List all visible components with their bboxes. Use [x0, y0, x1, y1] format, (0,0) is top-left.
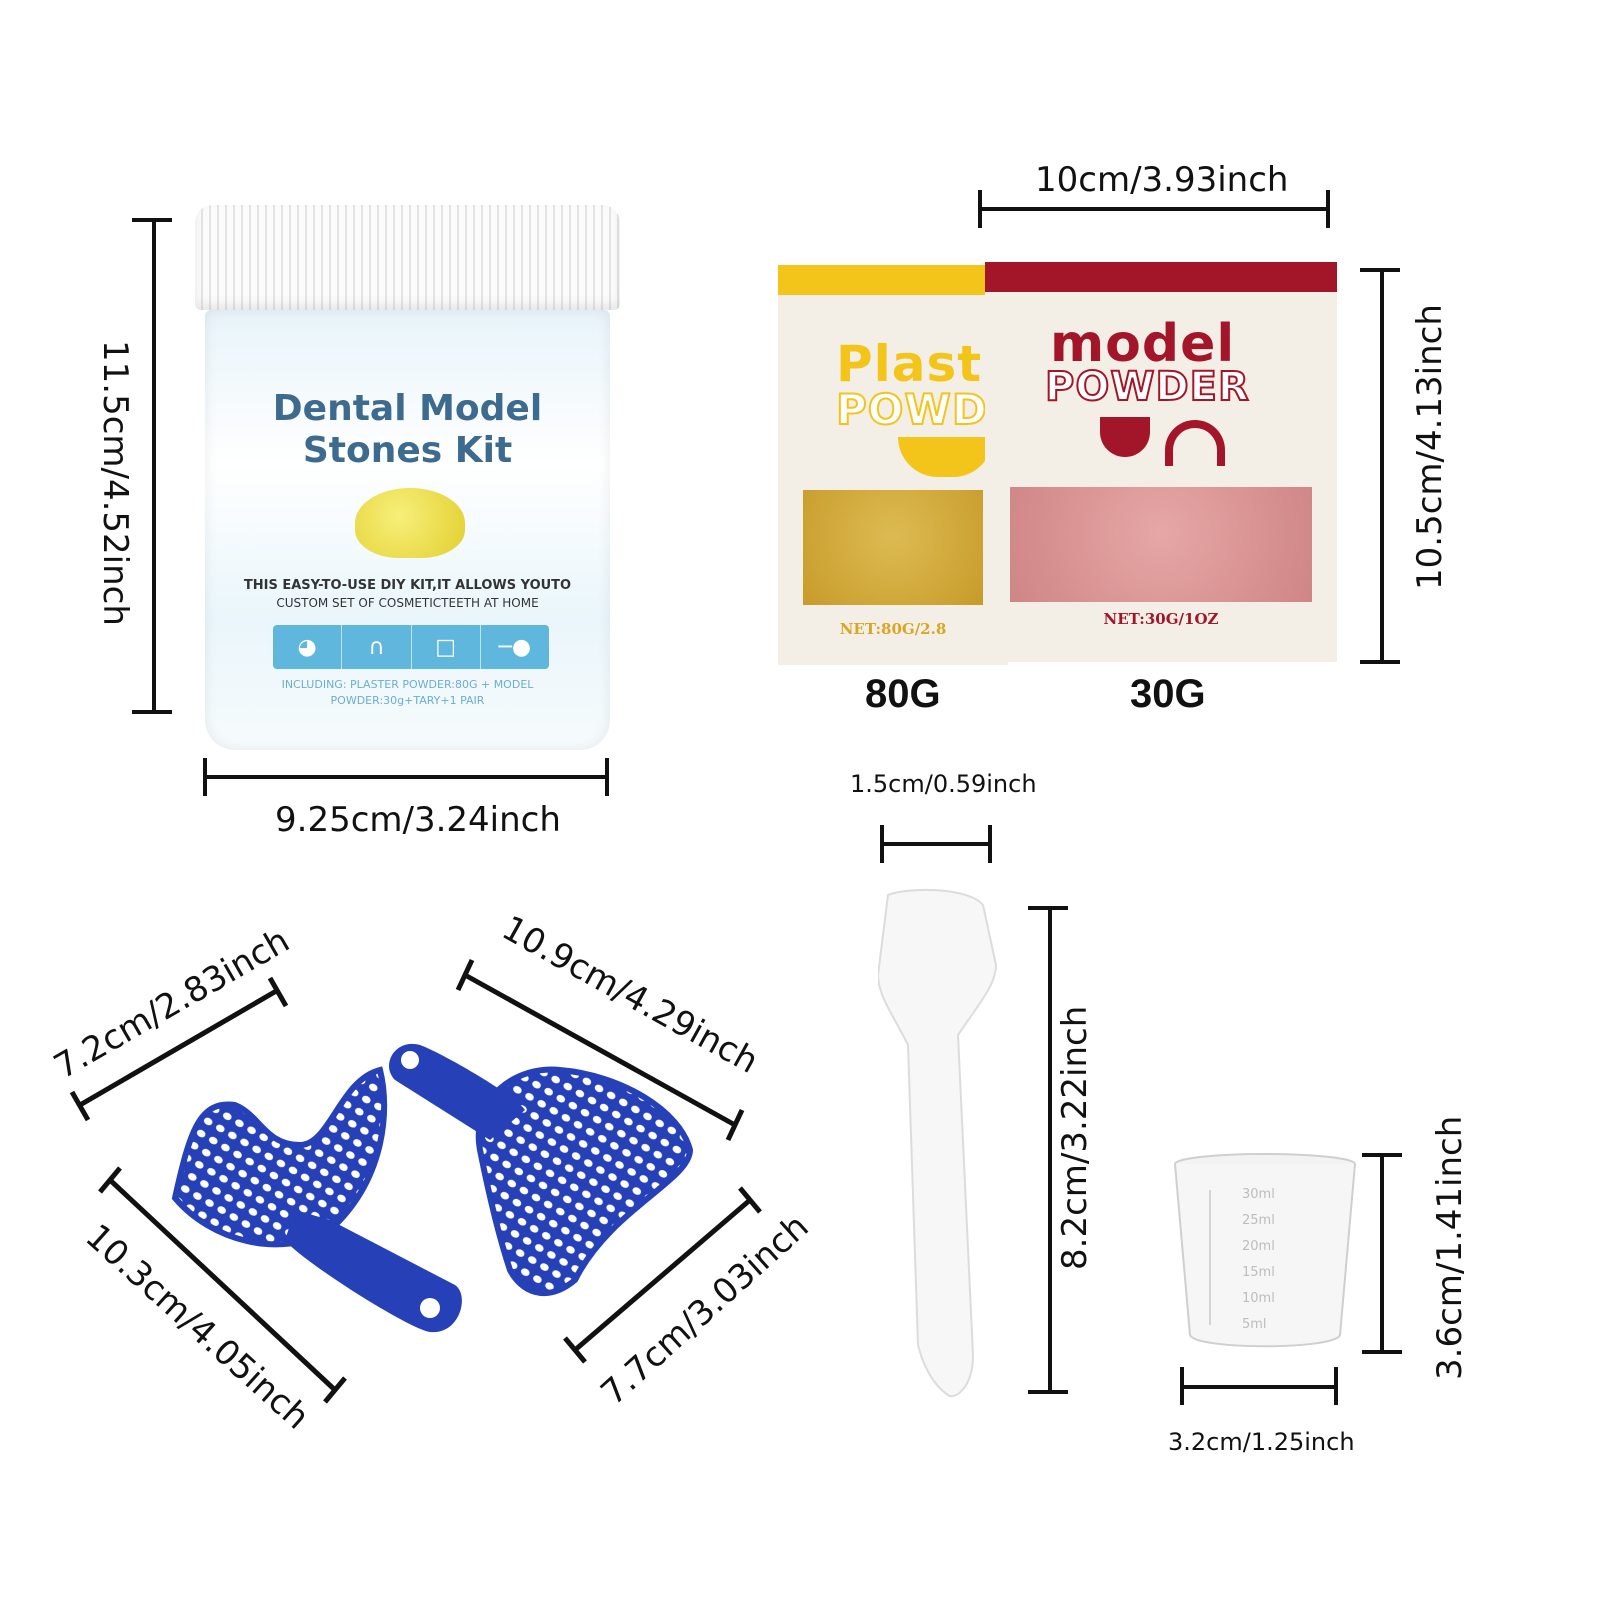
plaster-word2: POWD	[835, 384, 988, 435]
cup-mark-10: 10ml	[1242, 1291, 1275, 1306]
jar-width-cap-right	[605, 758, 609, 796]
plaster-net: NET:80G/2.8	[839, 620, 947, 638]
cup-mark-20: 20ml	[1242, 1239, 1275, 1254]
plaster-word1: Plast	[836, 335, 983, 393]
jar-tagline1: THIS EASY-TO-USE DIY KIT,IT ALLOWS YOUTO	[243, 578, 572, 593]
spatula-length-label: 8.2cm/3.22inch	[1055, 1005, 1095, 1270]
model-net: NET:30G/1OZ	[1103, 610, 1219, 628]
jar-width-line	[205, 775, 607, 779]
jar-width-label: 9.25cm/3.24inch	[275, 800, 561, 840]
cup-scale: 30ml 25ml 20ml 15ml 10ml 5ml	[1242, 1182, 1312, 1338]
model-weight: 30G	[1130, 672, 1206, 716]
sachet-height-cap-bottom	[1360, 660, 1400, 664]
lower-length-line	[463, 972, 737, 1128]
sachet-height-cap-top	[1360, 268, 1400, 272]
jar-tagline2: CUSTOM SET OF COSMETICTEETH AT HOME	[276, 596, 539, 610]
jar-icon-strip: ◕ ∩ □ ─●	[273, 625, 549, 669]
model-powder-sachet: model POWDER NET:30G/1OZ	[985, 262, 1337, 662]
jar-lid	[195, 205, 620, 310]
model-tray-icon	[1100, 417, 1150, 457]
cup-height-cap-top	[1362, 1153, 1402, 1157]
model-word1: model	[1050, 314, 1236, 374]
plaster-weight: 80G	[865, 672, 941, 716]
jar-height-cap-bottom	[132, 710, 172, 714]
upper-width-line	[78, 987, 280, 1108]
sachet-width-line	[980, 207, 1328, 211]
upper-tray	[171, 1066, 462, 1333]
spatula-width-cap-right	[988, 825, 992, 863]
jar-height-label: 11.5cm/4.52inch	[95, 340, 135, 626]
spatula-width-cap-left	[880, 825, 884, 863]
spatula-width-label: 1.5cm/0.59inch	[850, 770, 1037, 798]
model-sachet-seal	[985, 262, 1337, 292]
jar-height-cap-top	[132, 218, 172, 222]
jar-label: Dental Model Stones Kit THIS EASY-TO-USE…	[205, 310, 610, 750]
cup-icon: □	[412, 625, 481, 669]
upper-length-line	[108, 1178, 337, 1392]
jar-product: Dental Model Stones Kit THIS EASY-TO-USE…	[195, 205, 620, 750]
spatula-length-cap-bottom	[1028, 1390, 1068, 1394]
cup-height-cap-bottom	[1362, 1350, 1402, 1354]
impression-trays	[69, 958, 762, 1404]
cup-mark-5: 5ml	[1242, 1317, 1267, 1332]
cup-width-line	[1182, 1385, 1336, 1389]
jar-includes1: INCLUDING: PLASTER POWDER:80G + MODEL	[281, 678, 534, 691]
cup-height-label: 3.6cm/1.41inch	[1430, 1115, 1470, 1380]
plaster-sachet-seal	[778, 265, 1008, 295]
lower-tray	[389, 1043, 694, 1297]
jar-title-line2: Stones Kit	[302, 430, 513, 471]
spatula-width-line	[882, 842, 990, 846]
model-tray-handle-icon	[1165, 420, 1225, 466]
measuring-cup	[1174, 1153, 1356, 1348]
model-powder-window	[1010, 487, 1312, 602]
cup-mark-30: 30ml	[1242, 1187, 1275, 1202]
lower-width-line	[573, 1198, 752, 1352]
jar-title-line1: Dental Model	[272, 388, 543, 429]
cup-width-cap-right	[1334, 1367, 1338, 1405]
jar-includes2: POWDER:30g+TARY+1 PAIR	[330, 694, 485, 707]
spatula-icon: ─●	[498, 634, 532, 660]
tray-handle-icon: ∩	[342, 625, 412, 669]
cup-mark-15: 15ml	[1242, 1265, 1275, 1280]
jar-width-cap-left	[203, 758, 207, 796]
spatula	[878, 888, 998, 1398]
tray-icon: ◕	[273, 625, 343, 669]
tooth-model-image	[355, 488, 465, 558]
sachet-width-label: 10cm/3.93inch	[1035, 160, 1289, 200]
plaster-powder-sachet: Plast POWD NET:80G/2.8	[778, 265, 1008, 665]
spatula-length-cap-top	[1028, 906, 1068, 910]
cup-width-cap-left	[1180, 1367, 1184, 1405]
sachet-height-label: 10.5cm/4.13inch	[1410, 304, 1450, 590]
sachet-width-cap-right	[1326, 190, 1330, 228]
spatula-length-line	[1048, 908, 1052, 1393]
jar-height-line	[152, 220, 156, 712]
cup-height-line	[1380, 1155, 1384, 1353]
cup-width-label: 3.2cm/1.25inch	[1168, 1428, 1355, 1456]
cup-mark-25: 25ml	[1242, 1213, 1275, 1228]
sachet-width-cap-left	[978, 190, 982, 228]
plaster-powder-window	[803, 490, 983, 605]
sachet-height-line	[1380, 270, 1384, 662]
model-word2: POWDER	[1044, 363, 1250, 411]
